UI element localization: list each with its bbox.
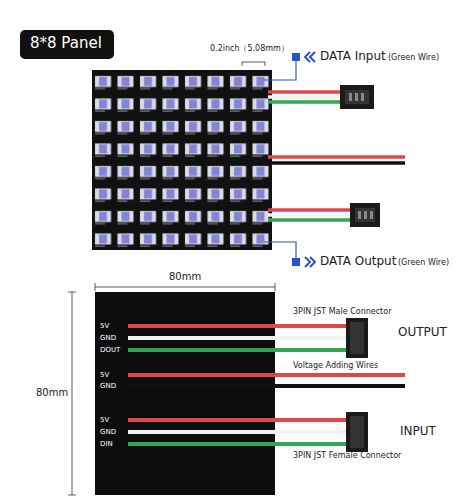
- connector-label: 3PIN JST Female Connector: [293, 451, 401, 460]
- title-text: 8*8 Panel: [30, 35, 104, 52]
- pin-name: GND: [100, 334, 116, 342]
- jst-connector: [350, 203, 380, 227]
- pin-name: DOUT: [100, 346, 120, 354]
- pitch-dimension: [242, 62, 265, 66]
- port-label: INPUT: [400, 425, 436, 439]
- wire-label: Voltage Adding Wires: [293, 361, 378, 370]
- power-wires: [128, 375, 405, 386]
- pin-name: GND: [100, 428, 116, 436]
- pin-name: DIN: [100, 440, 113, 448]
- led-panel: [92, 70, 272, 250]
- dimension-text: 80mm: [36, 387, 68, 399]
- jst-connector: [346, 412, 368, 452]
- input-wires: [268, 92, 342, 102]
- marker-square: [292, 258, 300, 266]
- pin-name: 5V: [100, 322, 109, 330]
- led-grid: [92, 70, 272, 250]
- wire-note: (Green Wire): [388, 53, 439, 62]
- panel-back: [95, 292, 275, 495]
- output-wires: [268, 210, 352, 220]
- output-wires: [128, 326, 348, 350]
- pin-name: GND: [100, 382, 116, 390]
- port-label: OUTPUT: [398, 326, 447, 340]
- pin-name: 5V: [100, 371, 109, 379]
- connector-label: 3PIN JST Male Connector: [293, 307, 391, 316]
- data-input-label: DATA Input: [320, 50, 386, 64]
- marker-square: [292, 53, 300, 61]
- input-wires: [128, 420, 348, 444]
- jst-connector: [346, 318, 368, 358]
- chevron: [305, 52, 315, 267]
- title-box: 8*8 Panel: [20, 30, 114, 59]
- wire-note: (Green Wire): [398, 258, 449, 267]
- dimension-text: 80mm: [169, 271, 201, 283]
- pin-name: 5V: [100, 416, 109, 424]
- data-output-label: DATA Output: [320, 255, 396, 269]
- dimension-line: [68, 283, 275, 495]
- pitch-dimension-text: 0.2inch（5.08mm）: [210, 44, 289, 53]
- data-leader: [264, 61, 296, 260]
- power-wires: [268, 157, 405, 163]
- jst-connector: [340, 85, 374, 109]
